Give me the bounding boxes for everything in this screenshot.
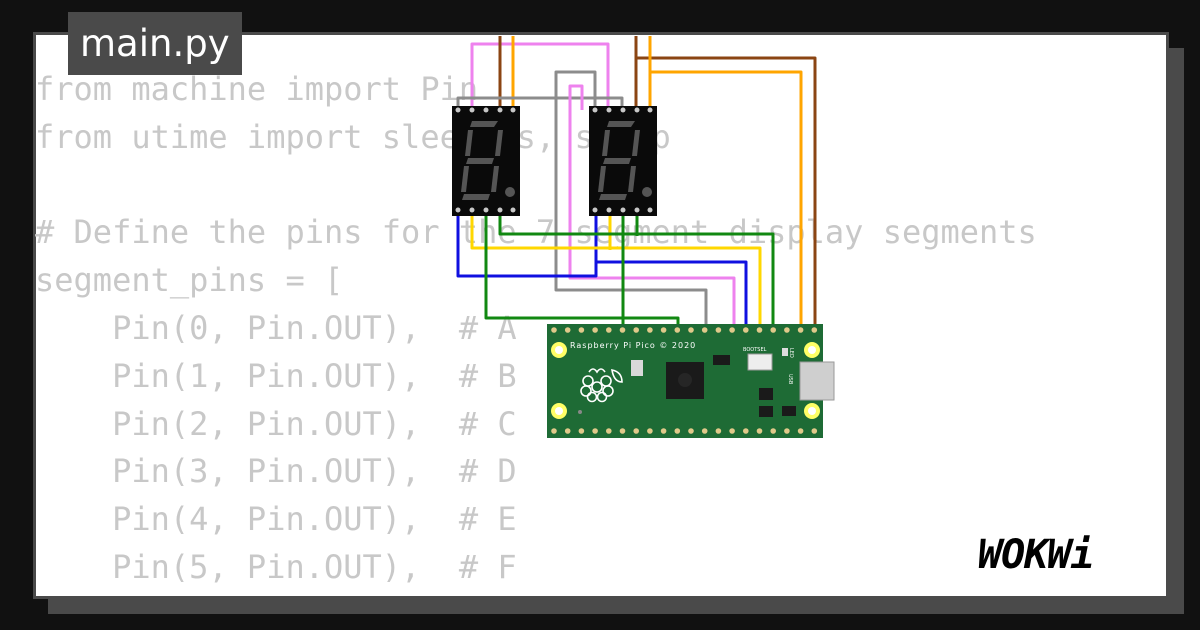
code-line: Pin(3, Pin.OUT), # D bbox=[35, 452, 517, 491]
wire-yellow-left bbox=[470, 210, 762, 332]
board-label: Raspberry Pi Pico © 2020 bbox=[570, 341, 696, 350]
bootsel-label: BOOTSEL bbox=[743, 347, 767, 353]
header-pin[interactable] bbox=[674, 428, 681, 434]
header-pin[interactable] bbox=[743, 327, 749, 333]
wokwi-logo-text: WOKWi bbox=[978, 532, 1093, 578]
code-line: Pin(4, Pin.OUT), # E bbox=[35, 500, 517, 539]
header-pin[interactable] bbox=[688, 428, 694, 434]
code-line: Pin(2, Pin.OUT), # C bbox=[35, 404, 517, 443]
header-pin[interactable] bbox=[619, 327, 626, 333]
header-pin[interactable] bbox=[811, 428, 818, 434]
wire-brown-long bbox=[634, 56, 817, 332]
pico-board[interactable]: Raspberry Pi Pico © 2020 BOOTSEL LED USB bbox=[547, 324, 835, 438]
wire-blue-left bbox=[456, 210, 598, 278]
header-pin[interactable] bbox=[784, 428, 790, 434]
wire-pink-left bbox=[470, 42, 610, 110]
header-pin[interactable] bbox=[688, 327, 694, 333]
header-pin[interactable] bbox=[701, 327, 708, 333]
header-pin[interactable] bbox=[715, 428, 722, 434]
header-pin[interactable] bbox=[811, 327, 818, 333]
header-pin[interactable] bbox=[756, 327, 763, 333]
header-pin[interactable] bbox=[551, 327, 557, 333]
wire-gray-mid bbox=[554, 70, 708, 332]
wire-pink-mid bbox=[568, 84, 736, 332]
pin-header-top bbox=[551, 327, 818, 333]
header-pin[interactable] bbox=[674, 327, 681, 333]
header-pin[interactable] bbox=[647, 428, 653, 434]
header-pin[interactable] bbox=[551, 428, 557, 434]
header-pin[interactable] bbox=[770, 428, 776, 434]
seven-segment-display-right[interactable] bbox=[589, 106, 657, 216]
raspberry-pi-logo-icon bbox=[580, 368, 623, 403]
code-line: Pin(1, Pin.OUT), # B bbox=[35, 356, 517, 395]
wokwi-logo: WOKWi bbox=[978, 532, 1094, 578]
header-pin[interactable] bbox=[619, 428, 626, 434]
header-pin[interactable] bbox=[578, 327, 585, 333]
wire-blue-right bbox=[594, 210, 748, 332]
header-pin[interactable] bbox=[743, 428, 749, 434]
header-pin[interactable] bbox=[606, 327, 612, 333]
usb-port[interactable] bbox=[799, 361, 835, 401]
wire-green-c bbox=[621, 210, 694, 332]
pin-header-bottom bbox=[551, 428, 818, 434]
header-pin[interactable] bbox=[701, 428, 708, 434]
header-pin[interactable] bbox=[578, 428, 585, 434]
header-pin[interactable] bbox=[756, 428, 763, 434]
header-pin[interactable] bbox=[729, 327, 735, 333]
wire-green-a bbox=[484, 210, 680, 332]
header-pin[interactable] bbox=[797, 327, 804, 333]
header-pin[interactable] bbox=[770, 327, 776, 333]
header-pin[interactable] bbox=[606, 428, 612, 434]
header-pin[interactable] bbox=[729, 428, 735, 434]
seven-segment-display-left[interactable] bbox=[452, 106, 520, 216]
bootsel-button[interactable] bbox=[747, 353, 773, 371]
header-pin[interactable] bbox=[564, 327, 571, 333]
file-tab[interactable]: main.py bbox=[68, 12, 242, 75]
header-pin[interactable] bbox=[592, 428, 598, 434]
header-pin[interactable] bbox=[647, 327, 653, 333]
led-label: LED bbox=[788, 348, 794, 358]
code-line: Pin(5, Pin.OUT), # F bbox=[35, 547, 517, 586]
header-pin[interactable] bbox=[564, 428, 571, 434]
header-pin[interactable] bbox=[660, 327, 667, 333]
header-pin[interactable] bbox=[784, 327, 790, 333]
wire-orange-long bbox=[648, 70, 803, 332]
code-line: segment_pins = [ bbox=[35, 261, 344, 300]
wire-gray-top bbox=[456, 96, 624, 110]
header-pin[interactable] bbox=[633, 428, 639, 434]
header-pin[interactable] bbox=[660, 428, 667, 434]
header-pin[interactable] bbox=[633, 327, 639, 333]
header-pin[interactable] bbox=[715, 327, 722, 333]
usb-label: USB bbox=[787, 374, 793, 385]
header-pin[interactable] bbox=[797, 428, 804, 434]
code-line: from machine import Pin bbox=[35, 70, 479, 108]
header-pin[interactable] bbox=[592, 327, 598, 333]
